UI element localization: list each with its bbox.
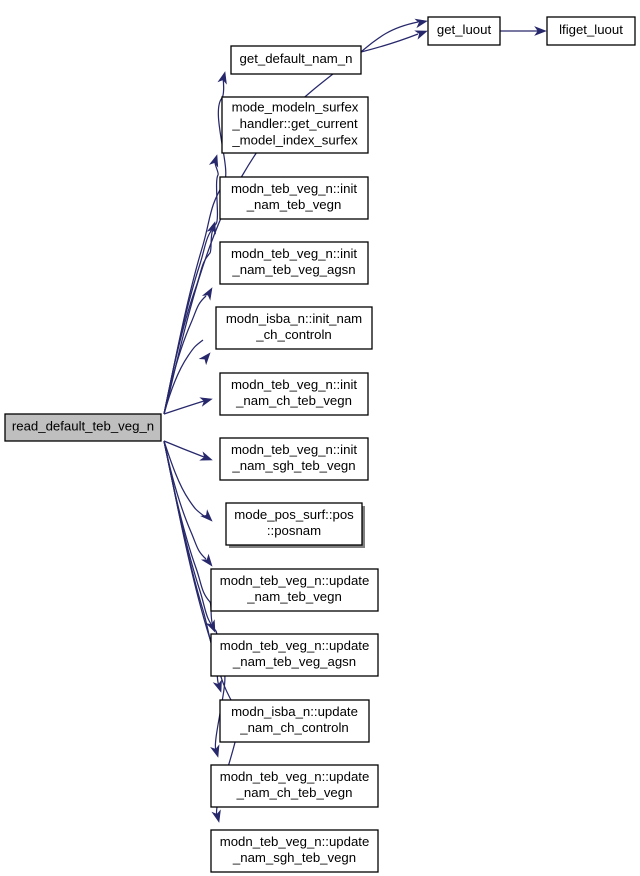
node-label: modn_isba_n::init_nam_ch_controln [226,311,362,342]
graph-node[interactable]: modn_teb_veg_n::update_nam_ch_teb_vegn [210,764,379,808]
node-box[interactable] [210,829,379,873]
node-box[interactable] [221,96,369,154]
node-label: lfiget_luout [559,22,623,37]
graph-node[interactable]: lfiget_luout [546,16,636,46]
edge-arrowhead [199,451,213,461]
graph-node-root[interactable]: read_default_teb_veg_n [4,413,162,442]
node-box[interactable] [215,306,373,350]
edge-arrowhead [212,679,222,693]
call-edge [360,30,428,53]
node-label: modn_teb_veg_n::update_nam_ch_teb_vegn [220,769,370,800]
node-label: modn_teb_veg_n::init_nam_teb_vegn [231,181,357,212]
node-label: get_luout [437,22,492,37]
graph-node[interactable]: modn_isba_n::init_nam_ch_controln [215,306,373,350]
node-label: modn_teb_veg_n::update_nam_teb_veg_agsn [220,638,370,669]
call-edge [163,287,213,415]
edge-line [163,440,214,626]
nodes-layer: read_default_teb_veg_n get_luout lfiget_lu… [4,16,636,873]
edge-line [163,229,214,415]
edge-line [163,339,204,415]
graph-node[interactable]: mode_pos_surf::pos::posnam [225,502,365,548]
node-box[interactable] [219,372,369,416]
edge-arrowhead [199,397,213,407]
edge-arrowhead [201,287,213,301]
edge-arrowhead [200,509,213,522]
edge-arrowhead [200,553,213,567]
call-edge [163,154,219,415]
node-label: modn_teb_veg_n::init_nam_ch_teb_vegn [231,377,357,408]
graph-node[interactable]: get_luout [427,16,501,46]
graph-node[interactable]: modn_isba_n::update_nam_ch_controln [219,699,370,743]
node-label: mode_pos_surf::pos::posnam [234,507,354,538]
edge-arrowhead [414,18,428,29]
node-box[interactable] [219,241,369,285]
call-edge [163,440,213,522]
node-box[interactable] [210,633,379,677]
graph-node[interactable]: modn_teb_veg_n::update_nam_sgh_teb_vegn [210,829,379,873]
graph-node[interactable]: modn_teb_veg_n::init_nam_sgh_teb_vegn [219,437,369,481]
graph-node[interactable]: mode_modeln_surfex_handler::get_current_… [221,96,369,154]
edge-arrowhead [210,744,220,758]
edges-layer [163,18,547,823]
graph-node[interactable]: modn_teb_veg_n::update_nam_teb_vegn [210,568,379,612]
graph-node[interactable]: modn_teb_veg_n::update_nam_teb_veg_agsn [210,633,379,677]
edge-line [163,400,205,415]
edge-line [163,295,207,415]
edge-arrowhead [211,809,221,823]
edge-line [163,440,205,517]
node-box[interactable] [210,568,379,612]
call-edge [500,26,547,36]
call-edge [163,221,216,415]
edge-arrowhead [208,154,219,168]
edge-arrowhead [534,26,547,36]
graph-node[interactable]: modn_teb_veg_n::init_nam_ch_teb_vegn [219,372,369,416]
edge-line [163,440,240,816]
edge-arrowhead [206,221,216,235]
node-label: modn_teb_veg_n::update_nam_teb_vegn [220,573,370,604]
node-box[interactable] [210,764,379,808]
edge-line [360,33,419,53]
node-box[interactable] [219,699,370,743]
edge-arrowhead [414,30,428,40]
node-label: modn_teb_veg_n::update_nam_sgh_teb_vegn [220,834,370,865]
node-label: mode_modeln_surfex_handler::get_current_… [231,100,358,148]
call-edge [163,71,227,415]
call-edge [163,339,211,415]
node-box[interactable] [427,16,501,46]
call-edge [163,440,213,461]
node-label: modn_teb_veg_n::init_nam_sgh_teb_vegn [231,442,357,473]
edge-arrowhead [198,352,211,366]
node-label: modn_teb_veg_n::init_nam_teb_veg_agsn [231,246,357,277]
node-box[interactable] [230,45,362,75]
node-box[interactable] [546,16,636,46]
node-box[interactable] [219,176,369,220]
edge-line [163,77,227,415]
node-box[interactable] [4,413,162,442]
graph-node[interactable]: modn_teb_veg_n::init_nam_teb_vegn [219,176,369,220]
node-label: get_default_nam_n [240,51,353,66]
graph-node[interactable]: get_default_nam_n [230,45,362,75]
edge-line [163,162,219,415]
node-label: read_default_teb_veg_n [12,419,154,434]
edge-arrowhead [217,71,227,85]
edge-line [163,440,205,458]
node-box[interactable] [219,437,369,481]
graph-node[interactable]: modn_teb_veg_n::init_nam_teb_veg_agsn [219,241,369,285]
node-box[interactable] [225,502,363,546]
node-label: modn_isba_n::update_nam_ch_controln [231,704,358,735]
call-edge [163,397,213,415]
